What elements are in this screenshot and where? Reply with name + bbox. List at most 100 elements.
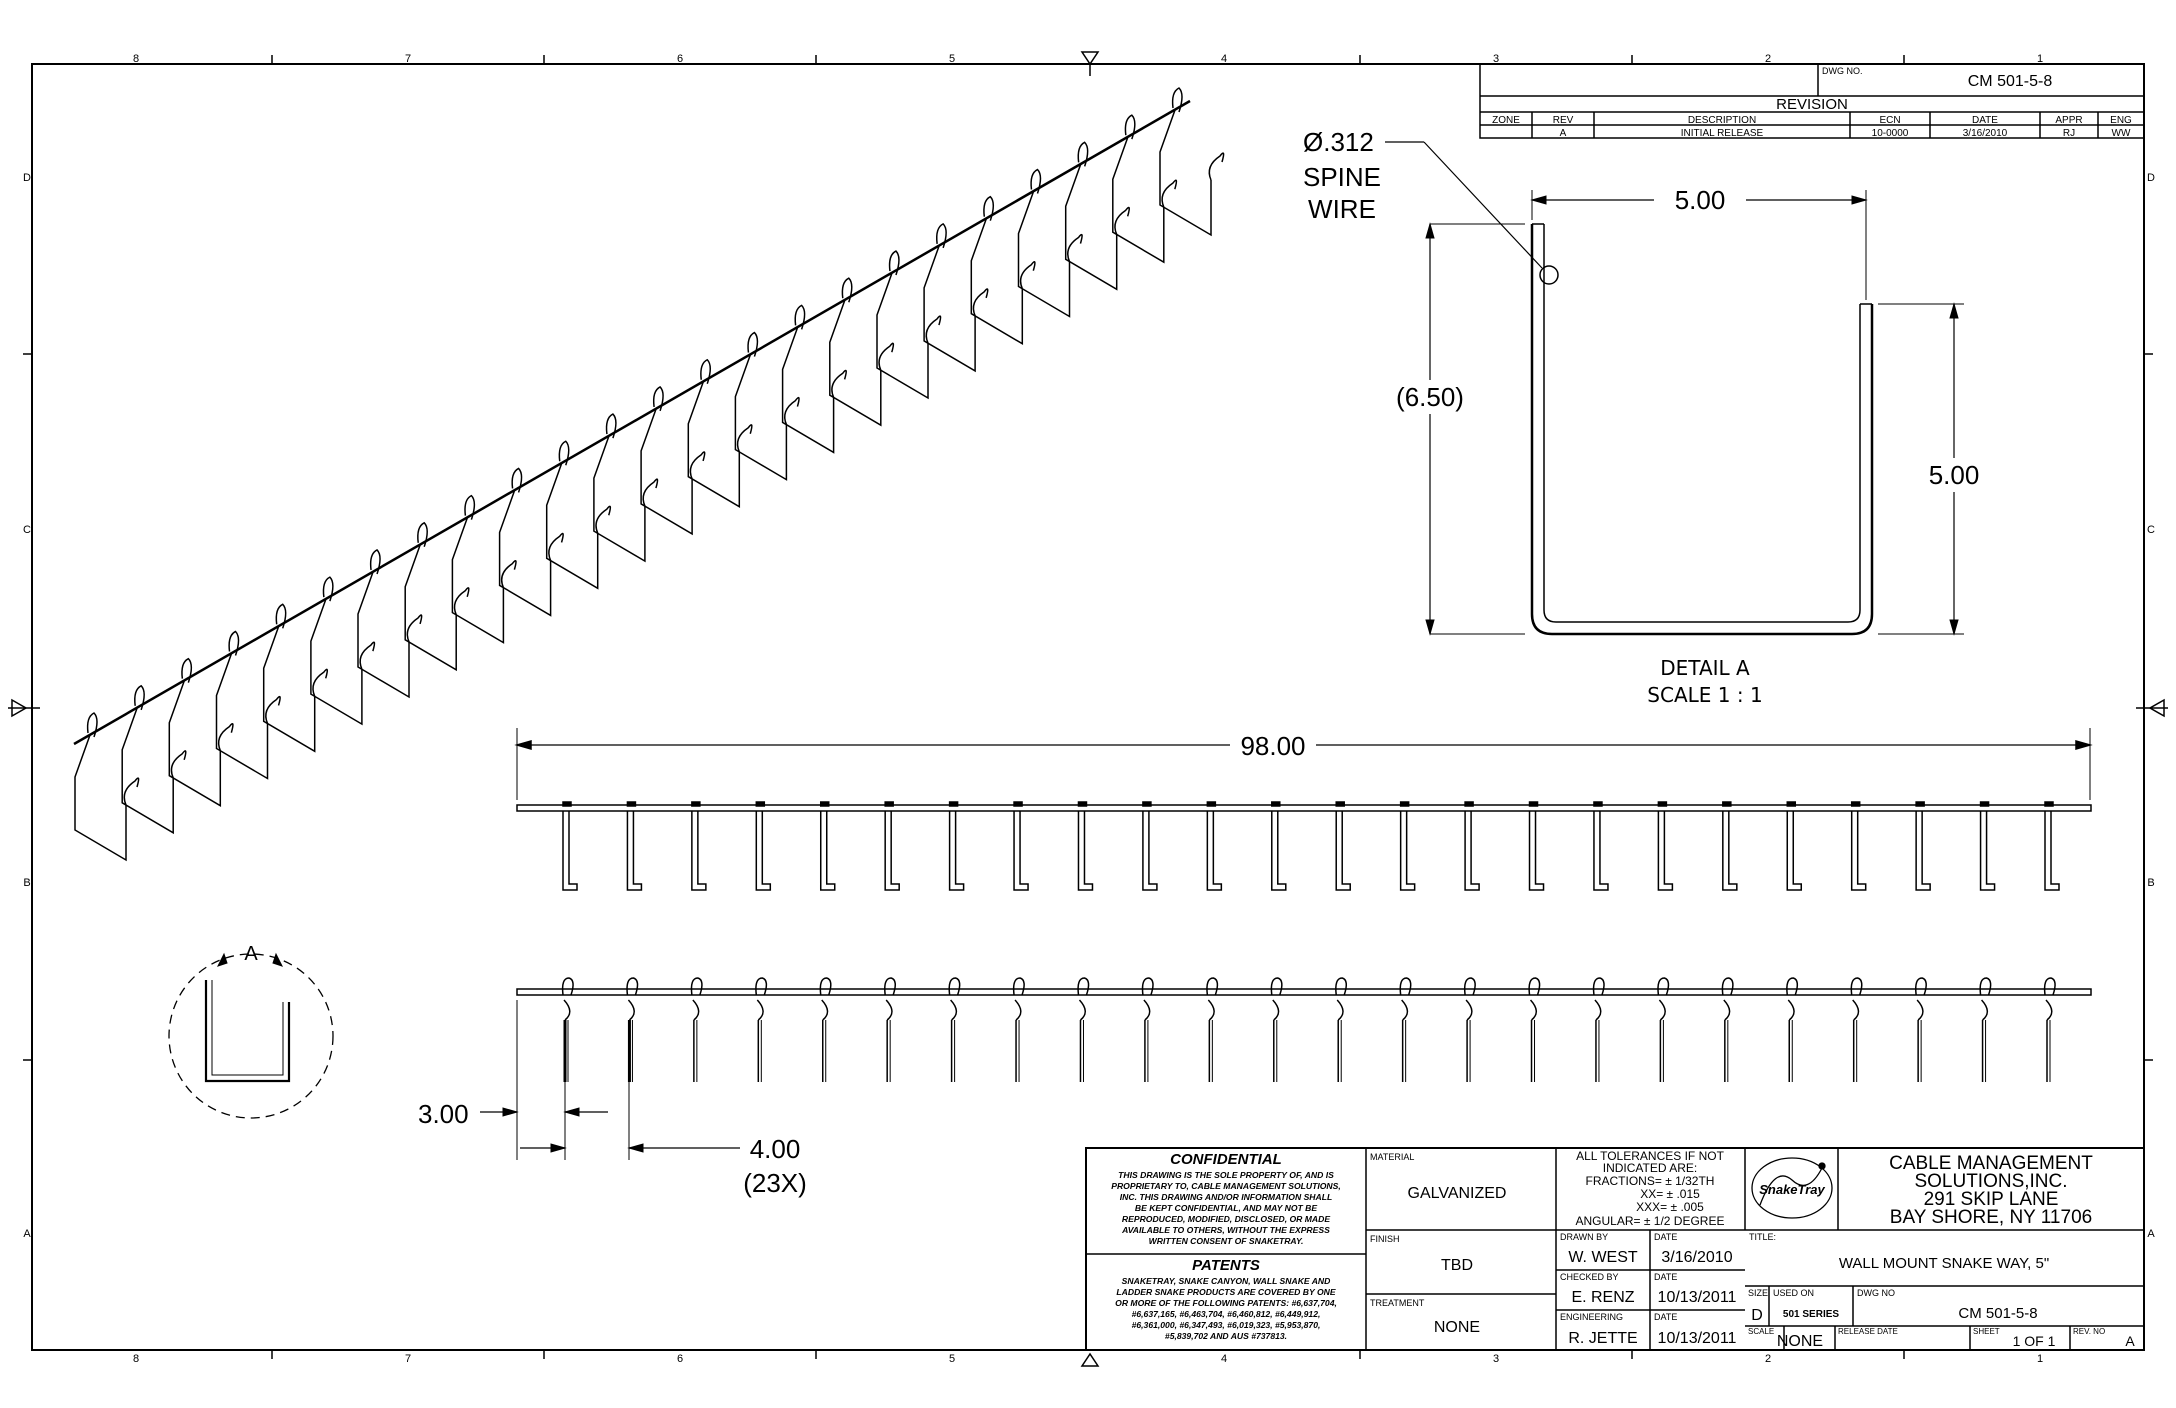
company-line-3: 291 SKIP LANE xyxy=(1924,1189,2059,1210)
spacing-dim: 4.00 xyxy=(750,1134,801,1164)
rev-cell-description: INITIAL RELEASE xyxy=(1681,128,1764,139)
drawing-title: WALL MOUNT SNAKE WAY, 5" xyxy=(1839,1255,2049,1272)
patents-line-5: #6,361,000, #6,347,493, #6,019,323, #5,9… xyxy=(1132,1320,1321,1330)
iso-loop xyxy=(876,250,942,400)
front-loop xyxy=(1850,801,1867,891)
iso-loop xyxy=(451,494,517,644)
top-loop xyxy=(819,977,832,1082)
iso-loop xyxy=(593,413,659,563)
zone-bottom-4: 4 xyxy=(1221,1353,1227,1365)
size-label: SIZE xyxy=(1748,1288,1768,1298)
iso-loop xyxy=(498,467,564,617)
front-loop xyxy=(1206,801,1223,891)
zone-top-1: 1 xyxy=(2037,53,2043,65)
detail-a-view xyxy=(1385,141,1964,636)
rev-header-date: DATE xyxy=(1972,115,1998,126)
zone-top-3: 3 xyxy=(1493,53,1499,65)
front-loop xyxy=(755,801,772,891)
iso-loop xyxy=(74,712,140,862)
top-loop xyxy=(1270,977,1283,1082)
zone-left-c: C xyxy=(23,524,31,536)
finish-label: FINISH xyxy=(1370,1234,1400,1244)
snaketray-logo xyxy=(1751,1157,1833,1219)
front-loop xyxy=(1271,801,1287,891)
iso-loop xyxy=(545,440,612,590)
iso-loop xyxy=(357,549,423,699)
zone-bottom-8: 8 xyxy=(133,1353,139,1365)
front-loop xyxy=(1464,801,1480,891)
front-loop xyxy=(1657,801,1674,891)
scale-value: NONE xyxy=(1777,1333,1823,1350)
spine-diameter-label: Ø.312 xyxy=(1303,127,1374,157)
detail-height-dim: (6.50) xyxy=(1396,382,1464,412)
detail-wire-outer xyxy=(1530,224,1874,636)
rev-cell-date: 3/16/2010 xyxy=(1963,128,2008,139)
top-loop xyxy=(1012,977,1025,1082)
drawn-date-value: 3/16/2010 xyxy=(1661,1249,1732,1266)
finish-value: TBD xyxy=(1441,1257,1473,1274)
top-loop xyxy=(2043,977,2056,1082)
zone-right-a: A xyxy=(2147,1228,2155,1240)
confidential-line-5: REPRODUCED, MODIFIED, DISCLOSED, OR MADE xyxy=(1122,1214,1330,1224)
top-loop xyxy=(755,977,768,1082)
iso-loop xyxy=(829,277,895,427)
logo-text: SnakeTray xyxy=(1759,1182,1825,1197)
drawn-by-value: W. WEST xyxy=(1568,1249,1638,1266)
scale-label: SCALE xyxy=(1748,1327,1774,1336)
engineering-label: ENGINEERING xyxy=(1560,1312,1623,1322)
release-date-label: RELEASE DATE xyxy=(1838,1327,1898,1336)
spine-wire-section xyxy=(1539,265,1559,285)
zone-right-c: C xyxy=(2147,524,2155,536)
rev-cell-appr: RJ xyxy=(2063,128,2075,139)
confidential-line-7: WRITTEN CONSENT OF SNAKETRAY. xyxy=(1149,1236,1304,1246)
top-loop xyxy=(1463,977,1476,1082)
front-loop xyxy=(1979,801,1996,891)
spine-label-line2: WIRE xyxy=(1308,194,1376,224)
tolerance-line-6: ANGULAR= ± 1/2 DEGREE xyxy=(1576,1214,1725,1228)
spine-label-line1: SPINE xyxy=(1303,162,1381,192)
confidential-line-4: BE KEPT CONFIDENTIAL, AND MAY NOT BE xyxy=(1135,1203,1317,1213)
iso-loop xyxy=(1017,168,1083,318)
confidential-line-3: INC. THIS DRAWING AND/OR INFORMATION SHA… xyxy=(1120,1192,1332,1202)
zone-top-5: 5 xyxy=(949,53,955,65)
zone-right-d: D xyxy=(2147,172,2155,184)
size-value: D xyxy=(1751,1307,1763,1324)
detail-a-scale: SCALE 1 : 1 xyxy=(1647,683,1762,707)
front-loop xyxy=(1013,801,1029,891)
drawn-by-label: DRAWN BY xyxy=(1560,1232,1608,1242)
detail-width-dim: 5.00 xyxy=(1675,185,1726,215)
checked-date-label: DATE xyxy=(1654,1272,1677,1282)
confidential-title: CONFIDENTIAL xyxy=(1170,1151,1282,1168)
zone-labels: 8 7 6 5 4 3 2 1 8 7 6 5 4 3 2 1 D C B A … xyxy=(23,53,2155,1365)
top-loop xyxy=(1979,977,1992,1082)
checked-date-value: 10/13/2011 xyxy=(1658,1289,1737,1306)
iso-spine-wire xyxy=(73,99,1191,746)
top-loop xyxy=(1077,977,1090,1082)
tolerance-line-3: FRACTIONS= ± 1/32TH xyxy=(1586,1174,1715,1188)
detail-side-dim: 5.00 xyxy=(1929,460,1980,490)
treatment-value: NONE xyxy=(1434,1319,1480,1336)
top-loop xyxy=(1915,977,1927,1082)
used-on-value: 501 SERIES xyxy=(1783,1309,1839,1320)
front-loop xyxy=(562,801,578,891)
patents-line-6: #5,839,702 AND AUS #737813. xyxy=(1165,1331,1287,1341)
view-a-label: A xyxy=(244,943,258,965)
tolerance-line-1: ALL TOLERANCES IF NOT xyxy=(1576,1149,1724,1163)
zone-bottom-6: 6 xyxy=(677,1353,683,1365)
title-label: TITLE: xyxy=(1749,1232,1776,1242)
iso-loop xyxy=(1112,114,1178,264)
front-loop xyxy=(1399,801,1416,891)
spacing-dimensions xyxy=(480,1000,740,1160)
detail-a-labels: Ø.312 SPINE WIRE 5.00 (6.50) 5.00 DETAIL… xyxy=(1303,127,1979,707)
patents-title: PATENTS xyxy=(1192,1257,1260,1274)
iso-loop xyxy=(970,195,1036,346)
rev-no-label: REV. NO xyxy=(2073,1327,2105,1336)
rev-header-description: DESCRIPTION xyxy=(1688,115,1756,126)
top-loop xyxy=(1721,977,1734,1082)
iso-loop xyxy=(923,222,989,373)
top-loop xyxy=(1786,977,1799,1082)
top-loop xyxy=(1592,977,1605,1082)
top-loop xyxy=(948,977,961,1082)
top-loop xyxy=(1528,977,1541,1082)
treatment-label: TREATMENT xyxy=(1370,1298,1425,1308)
